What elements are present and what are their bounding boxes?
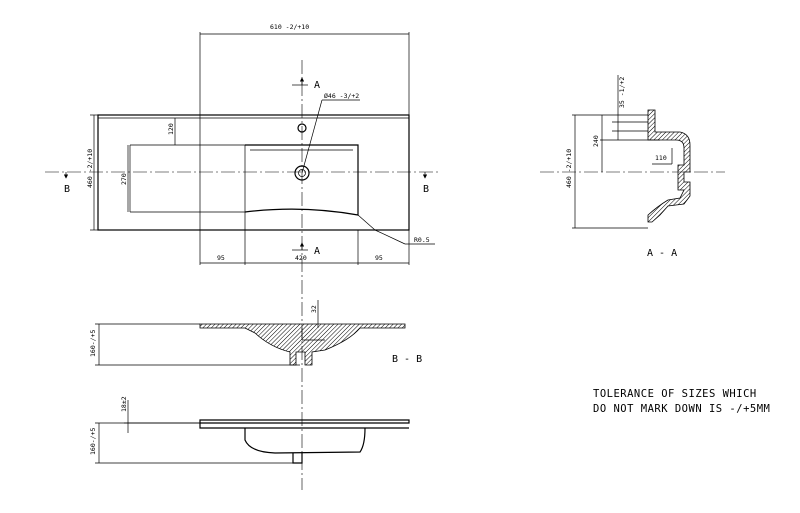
dim-bowl-420: 420 [295,254,307,262]
section-mark-a-top: A [314,80,320,91]
dim-height-460: 460 -2/+10 [86,149,94,188]
section-mark-a-bottom: A [314,246,320,257]
dim-side-460: 460 -2/+10 [565,149,573,188]
dim-side-35: 35 -1/+2 [618,77,626,108]
dim-bb-160: 160-/+5 [89,330,97,357]
bb-profile [199,323,406,366]
dim-270: 270 [120,173,128,185]
dim-hole-diameter: Ø46 -3/+2 [324,92,359,100]
front-elevation: 160-/+5 18±2 [89,396,410,464]
drain-circle [294,165,310,181]
bowl-outline [244,144,359,216]
dim-bottom-18: 18±2 [120,396,128,412]
tolerance-line-2: DO NOT MARK DOWN IS -/+5MM [593,403,770,415]
tap-hole [297,123,307,133]
countertop-outline [97,114,410,231]
dim-radius: R0.5 [414,236,430,244]
counter-slab [199,419,410,424]
dim-side-110: 110 [655,154,667,162]
plan-view: 610 -2/+10 A A Ø46 -3/+2 120 270 460 -2/… [45,23,440,490]
dim-bottom-160: 160-/+5 [89,428,97,455]
section-mark-b-right: B [423,184,429,195]
tolerance-line-1: TOLERANCE OF SIZES WHICH [593,388,757,400]
side-profile [647,109,691,223]
section-b-b: 160-/+5 32 B - B [89,300,422,366]
drain-stub [292,453,303,464]
section-mark-b-left: B [64,184,70,195]
section-label-aa: A - A [647,248,677,259]
section-a-a: 460 -2/+10 240 35 -1/+2 110 A - A [540,75,725,259]
dim-top-width: 610 -2/+10 [270,23,309,31]
dim-right-95: 95 [375,254,383,262]
bowl-underside [244,427,366,454]
dim-bb-32: 32 [310,305,318,313]
tolerance-note: TOLERANCE OF SIZES WHICH DO NOT MARK DOW… [593,388,770,415]
dim-side-240: 240 [592,135,600,147]
dim-left-95: 95 [217,254,225,262]
section-label-bb: B - B [392,354,422,365]
dim-120: 120 [167,123,175,135]
